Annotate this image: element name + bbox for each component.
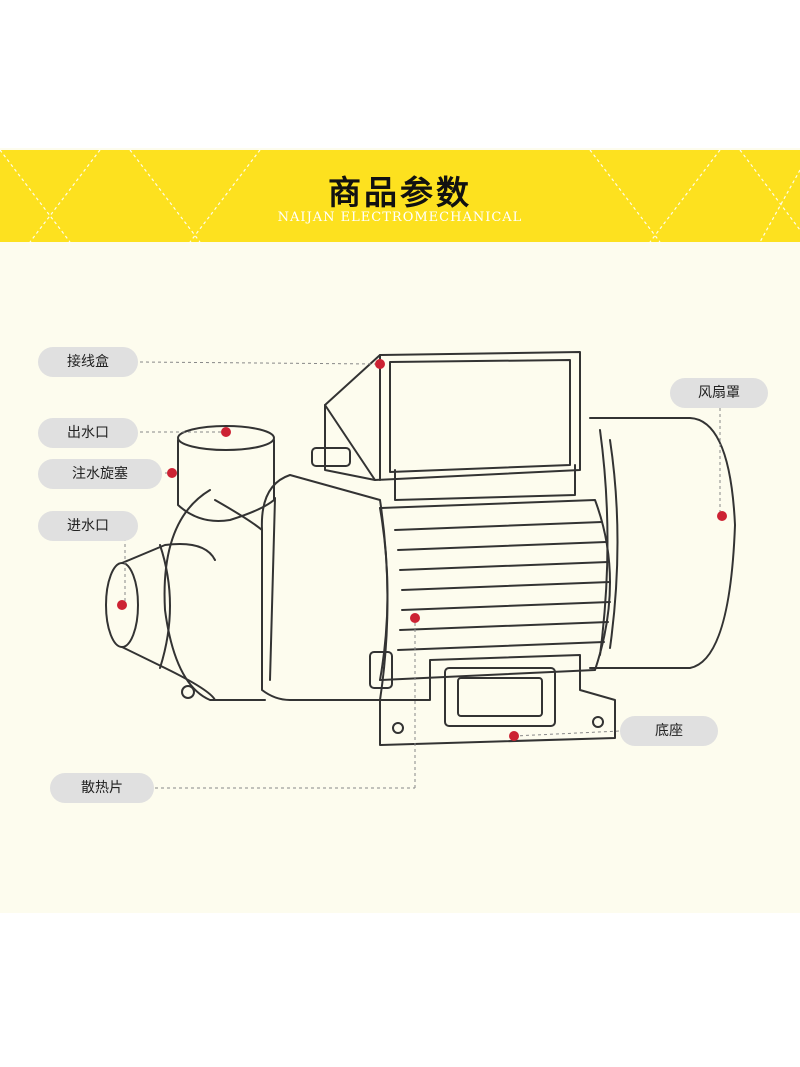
marker-outlet	[221, 427, 231, 437]
label-outlet: 出水口	[38, 418, 138, 448]
fan-cover-shape	[589, 417, 736, 669]
marker-priming-plug	[167, 468, 177, 478]
junction-box-shape	[311, 351, 581, 501]
inlet-shape	[105, 543, 216, 701]
bolt-shape	[369, 651, 393, 689]
base-shape	[379, 654, 616, 746]
outlet-pipe-shape	[177, 425, 275, 522]
label-fan-cover: 风扇罩	[670, 378, 768, 408]
banner-subtitle: NAIJAN ELECTROMECHANICAL	[277, 210, 523, 225]
label-junction-box: 接线盒	[38, 347, 138, 377]
marker-fan-cover	[717, 511, 727, 521]
label-base: 底座	[620, 716, 718, 746]
marker-dots	[117, 359, 727, 741]
label-priming-plug: 注水旋塞	[38, 459, 162, 489]
label-cooling-fins: 散热片	[50, 773, 154, 803]
banner-title: 商品参数	[328, 173, 472, 212]
marker-junction-box	[375, 359, 385, 369]
pump-head-shape	[163, 474, 389, 701]
marker-base	[509, 731, 519, 741]
marker-inlet	[117, 600, 127, 610]
banner-pattern	[0, 150, 800, 242]
header-banner: 商品参数 NAIJAN ELECTROMECHANICAL	[0, 150, 800, 242]
label-inlet: 进水口	[38, 511, 138, 541]
marker-cooling-fins	[410, 613, 420, 623]
